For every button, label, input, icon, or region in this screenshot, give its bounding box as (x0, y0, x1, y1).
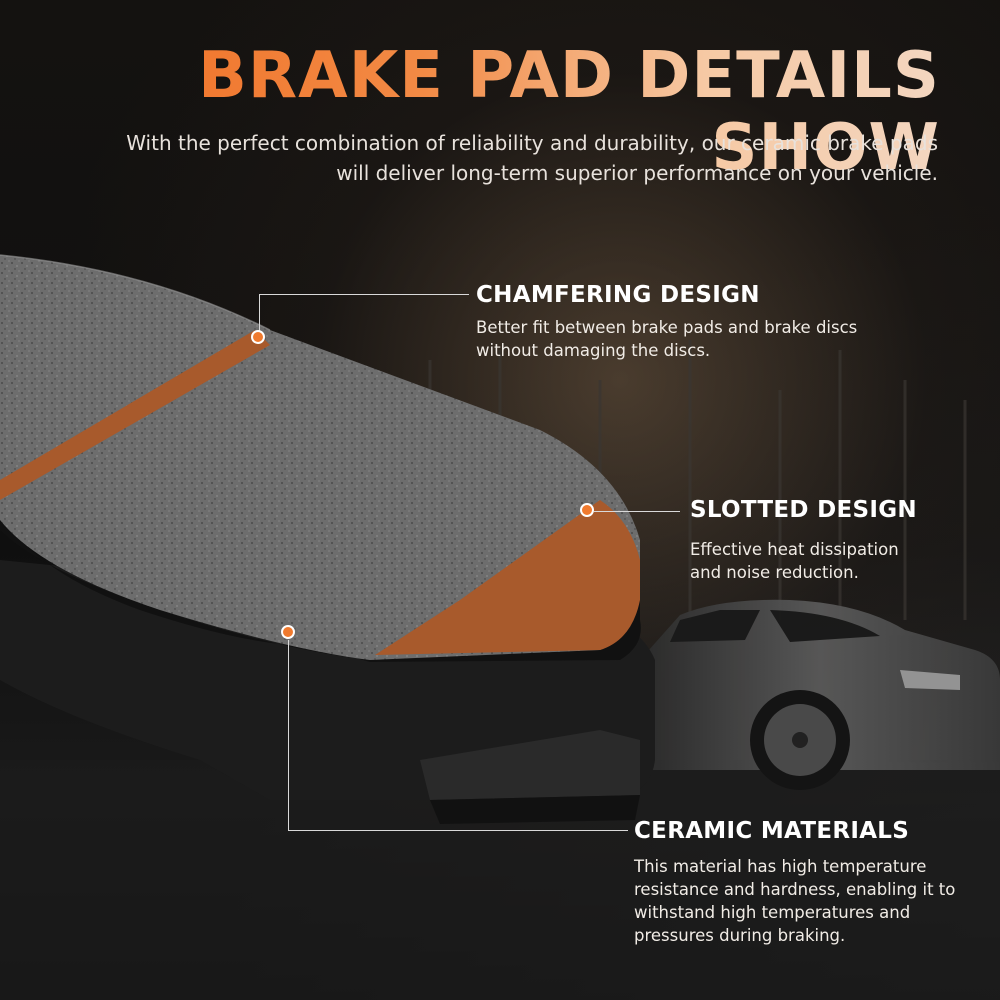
feature-title-ceramic: CERAMIC MATERIALS (634, 818, 910, 844)
car-silhouette (640, 599, 1000, 790)
feature-desc-slotted: Effective heat dissipation and noise red… (690, 540, 899, 582)
feature-desc-chamfering: Better fit between brake pads and brake … (476, 318, 858, 360)
ceramic-callout-line (288, 830, 628, 831)
friction-surface (0, 255, 640, 660)
slotted-callout-line (594, 511, 680, 512)
chamfer-callout-line (259, 294, 469, 295)
ceramic-marker-dot (281, 625, 295, 639)
intro-text: With the perfect combination of reliabil… (126, 131, 938, 185)
slotted-marker-dot (580, 503, 594, 517)
slotted-end (375, 500, 640, 655)
feature-title-slotted: SLOTTED DESIGN (690, 497, 917, 523)
feature-desc-ceramic: This material has high temperature resis… (634, 857, 956, 945)
feature-title-chamfering: CHAMFERING DESIGN (476, 282, 760, 308)
chamfer-slot (0, 330, 270, 500)
chamfer-marker-dot (251, 330, 265, 344)
ceramic-callout-stem (288, 640, 289, 830)
page-title: BRAKE PAD DETAILS SHOW (0, 40, 940, 184)
chamfer-callout-stem (259, 294, 260, 334)
